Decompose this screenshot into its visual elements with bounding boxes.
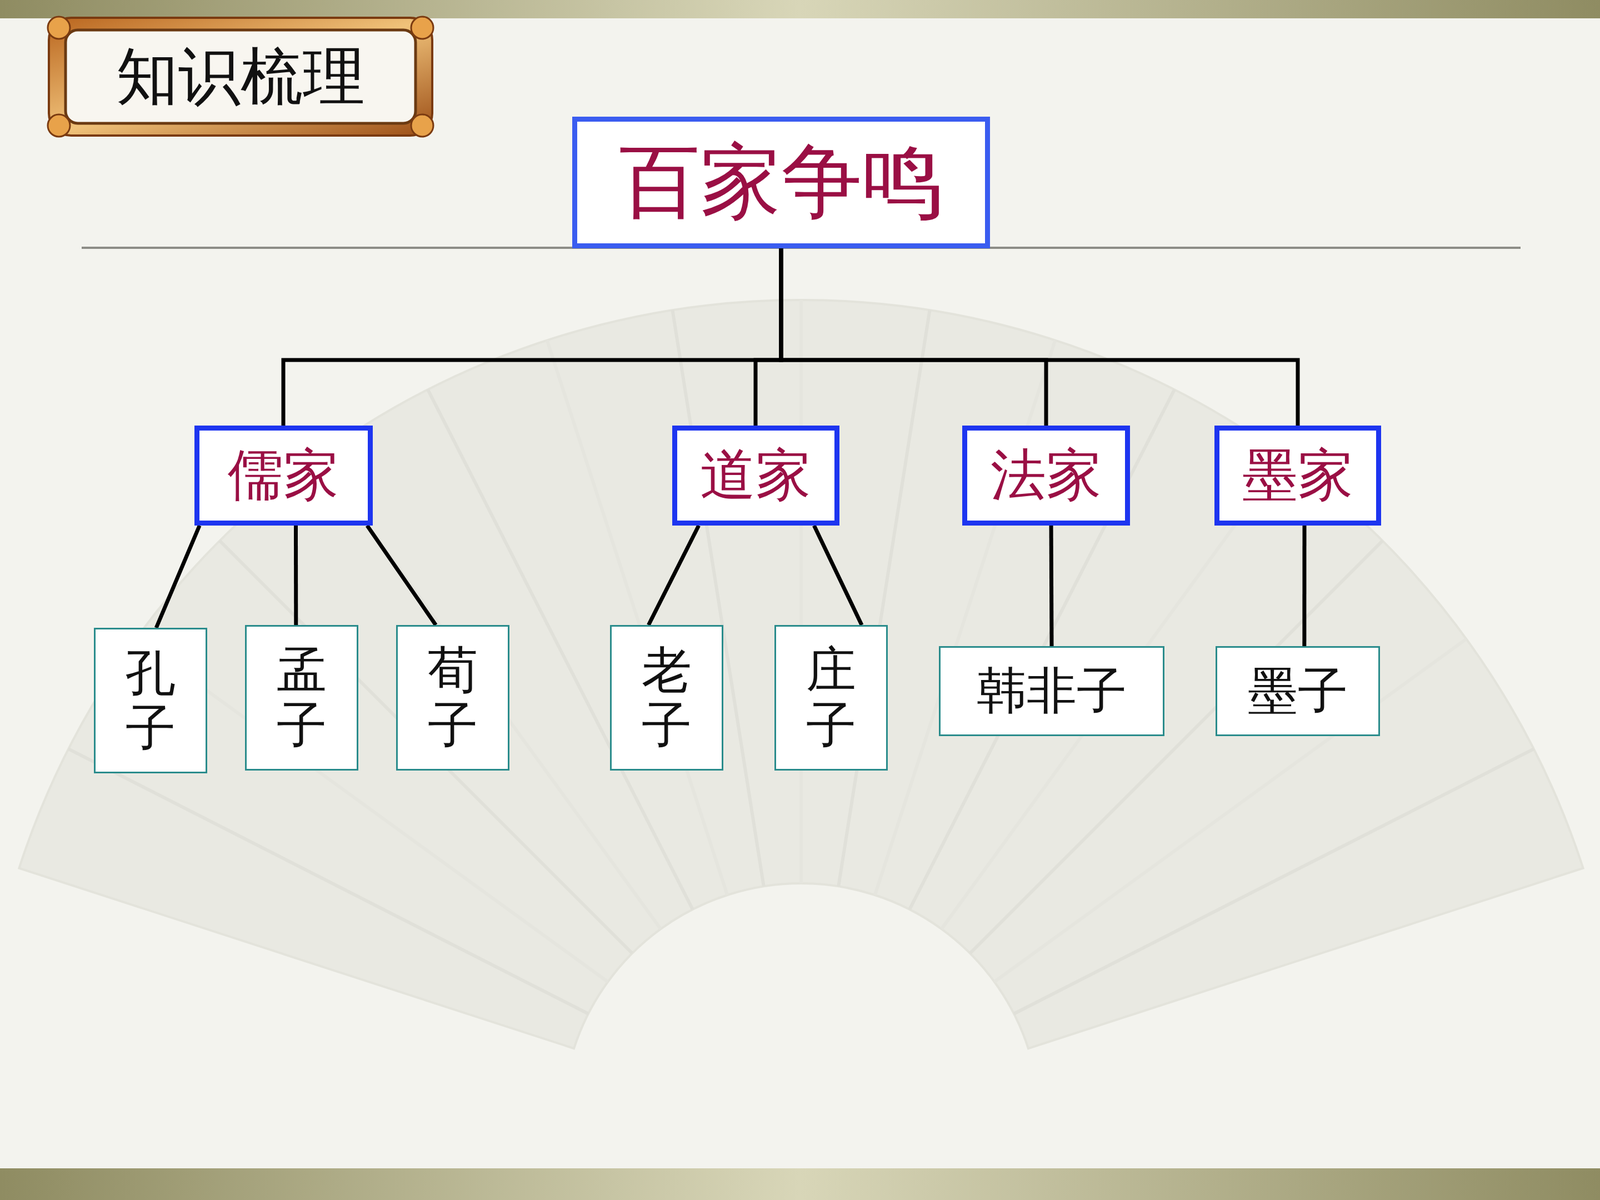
- tree-connector: [1302, 525, 1307, 647]
- fan-rib: [909, 389, 1175, 910]
- node-label: 荀子: [427, 642, 478, 753]
- fan-watermark: [18, 300, 1583, 1049]
- school-box: 墨家: [1214, 425, 1382, 526]
- tree-connector: [293, 525, 298, 625]
- tree-connector: [781, 248, 1298, 427]
- thinker-box: 孟子: [245, 625, 359, 771]
- title-text: 知识梳理: [116, 35, 365, 119]
- thinker-box: 墨子: [1215, 646, 1380, 737]
- title-frame: [47, 16, 434, 137]
- fan-rib: [547, 340, 728, 895]
- fan-rib: [672, 310, 764, 887]
- node-label: 孟子: [276, 642, 327, 753]
- fan-shape: [18, 300, 1583, 1049]
- node-label: 孔子: [125, 645, 176, 756]
- node-label: 庄子: [806, 642, 857, 753]
- node-label: 韩非子: [976, 657, 1127, 725]
- school-box: 道家: [672, 425, 840, 526]
- school-box: 儒家: [194, 425, 373, 526]
- fan-rib: [838, 310, 930, 887]
- node-label: 百家争鸣: [618, 127, 944, 238]
- node-label: 墨子: [1247, 657, 1348, 725]
- node-label: 儒家: [227, 438, 339, 514]
- top-bar: [0, 0, 1600, 19]
- fan-rib: [799, 300, 803, 884]
- tree-connector: [813, 525, 862, 625]
- tree-connector: [283, 248, 782, 427]
- fan-rib: [68, 748, 589, 1014]
- tree-connector: [781, 248, 1047, 427]
- node-label: 法家: [990, 438, 1102, 514]
- fan-rib: [219, 540, 632, 953]
- thinker-box: 庄子: [774, 625, 888, 771]
- node-label: 道家: [700, 438, 812, 514]
- tree-connector: [648, 525, 699, 625]
- fan-rib: [970, 540, 1383, 953]
- tree-connector: [156, 525, 200, 628]
- thinker-box: 孔子: [93, 627, 208, 774]
- thinker-box: 老子: [610, 625, 724, 771]
- tree-connector: [367, 525, 437, 625]
- node-label: 墨家: [1242, 438, 1354, 514]
- fan-rib: [427, 389, 693, 910]
- thinker-box: 荀子: [396, 625, 510, 771]
- fan-rib: [1013, 748, 1534, 1014]
- tree-connector: [1049, 525, 1054, 647]
- thinker-box: 韩非子: [938, 646, 1165, 737]
- tree-connector: [755, 248, 782, 427]
- school-box: 法家: [962, 425, 1130, 526]
- topic-box: 百家争鸣: [572, 116, 990, 249]
- node-label: 老子: [641, 642, 692, 753]
- bottom-bar: [0, 1168, 1600, 1200]
